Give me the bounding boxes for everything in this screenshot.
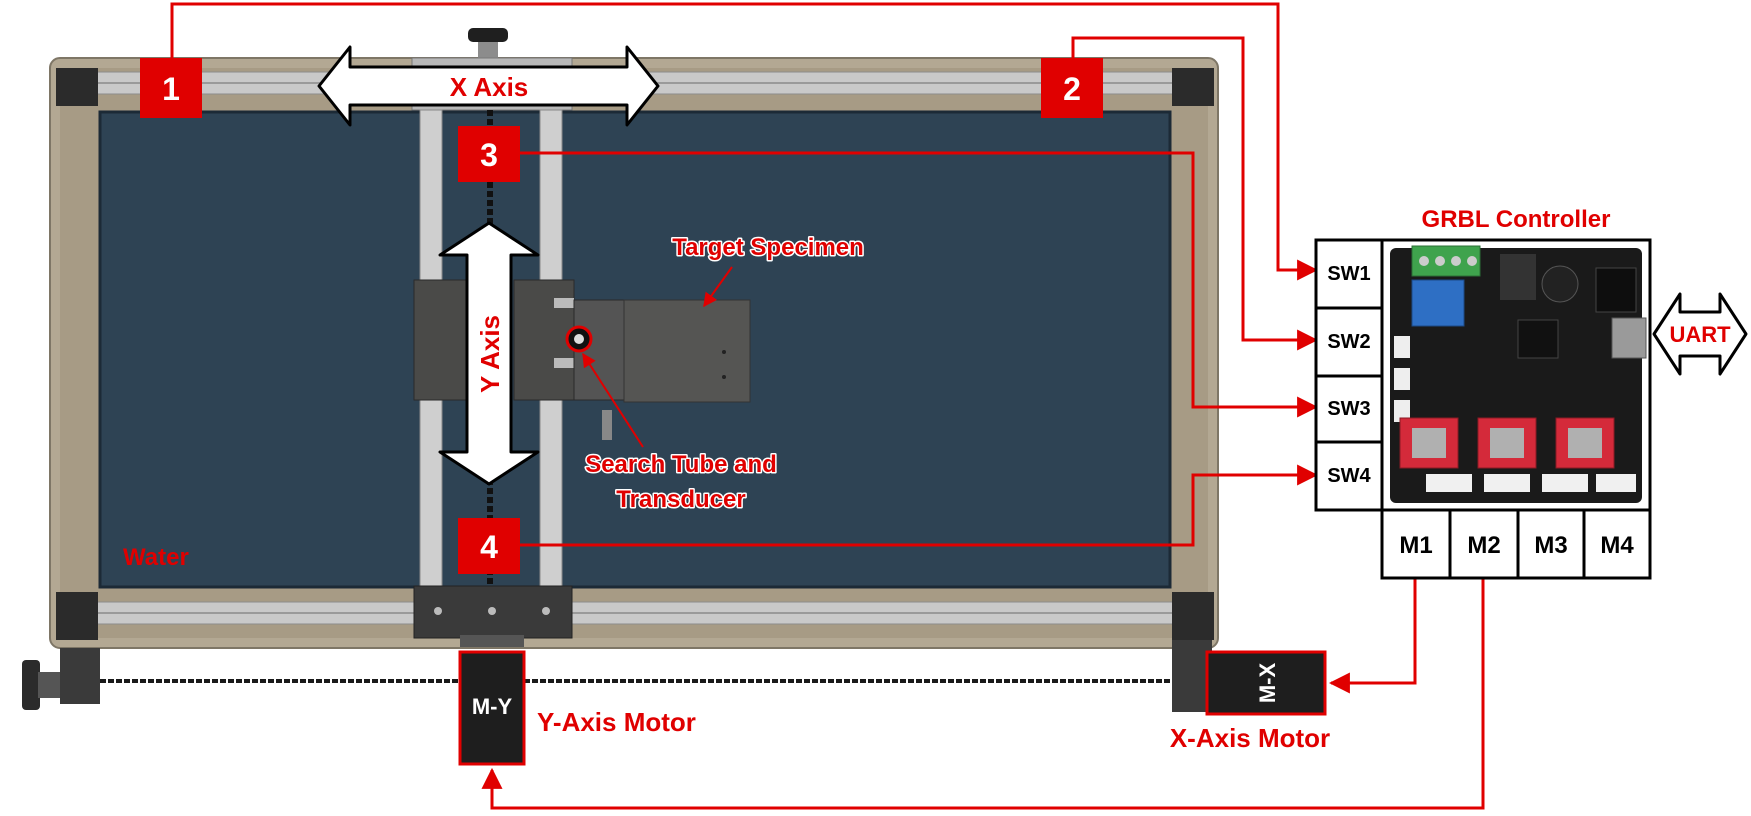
x-motor-caption: X-Axis Motor (1170, 723, 1330, 753)
marker-3: 3 (458, 126, 520, 182)
target-specimen (624, 300, 750, 402)
motor-ports: M1 M2 M3 M4 (1382, 510, 1650, 578)
specimen-hole (722, 350, 726, 354)
water-label: Water (123, 544, 189, 571)
switch-ports: SW1 SW2 SW3 SW4 (1316, 240, 1382, 510)
switch-port-label: SW4 (1327, 465, 1371, 487)
x-motor-label: M-X (1255, 663, 1280, 704)
x-axis-label: X Axis (450, 72, 529, 102)
marker-2: 2 (1041, 58, 1103, 118)
corner-bracket (56, 68, 98, 106)
x-lead-screw (22, 640, 1212, 712)
search-tube-label-line2: Transducer (616, 486, 745, 513)
y-axis-motor: M-Y (460, 635, 524, 764)
uart-arrow: UART (1654, 294, 1746, 374)
search-tube-transducer (567, 327, 591, 351)
x-rail-bottom (60, 602, 1208, 624)
motor-port-label: M2 (1467, 532, 1500, 559)
motor-port-label: M1 (1399, 532, 1432, 559)
controller-board (1382, 240, 1650, 510)
corner-bracket (1172, 68, 1214, 106)
controller-title: GRBL Controller (1422, 206, 1611, 233)
marker-4: 4 (458, 518, 520, 574)
search-tube-label-line1: Search Tube and (585, 451, 777, 478)
svg-text:2: 2 (1063, 71, 1081, 107)
y-motor-caption: Y-Axis Motor (537, 707, 696, 737)
switch-port-label: SW1 (1327, 263, 1370, 285)
switch-port-label: SW2 (1327, 331, 1370, 353)
y-axis-label: Y Axis (475, 315, 505, 393)
motor-port-label: M3 (1534, 532, 1567, 559)
wire-m1-to-x-motor (1331, 575, 1415, 683)
svg-text:1: 1 (162, 71, 180, 107)
y-motor-label: M-Y (472, 694, 513, 719)
motor-port-label: M4 (1600, 532, 1634, 559)
specimen-hole (722, 375, 726, 379)
svg-text:4: 4 (480, 529, 498, 565)
corner-bracket (1172, 592, 1214, 640)
uart-label: UART (1669, 322, 1731, 347)
switch-port-label: SW3 (1327, 398, 1370, 420)
marker-1: 1 (140, 58, 202, 118)
target-specimen-label: Target Specimen (672, 234, 864, 261)
svg-text:3: 3 (480, 137, 498, 173)
corner-bracket (56, 592, 98, 640)
x-axis-motor: M-X (1207, 652, 1325, 714)
